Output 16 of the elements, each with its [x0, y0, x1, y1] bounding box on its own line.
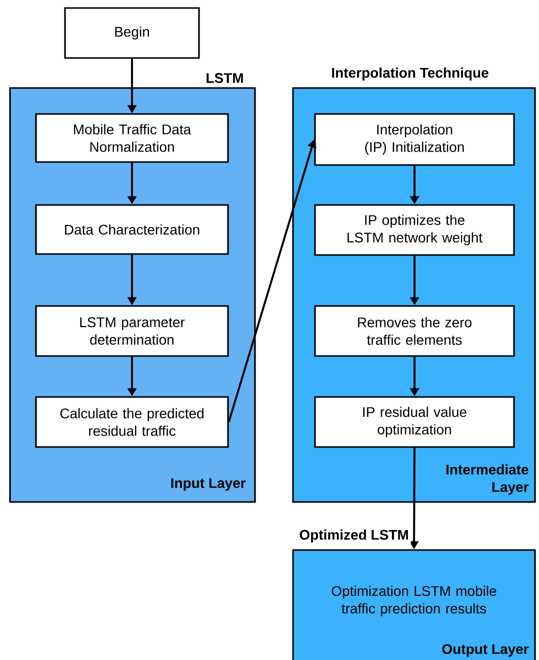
process-box: IP residual value optimization: [314, 396, 515, 448]
process-box: Mobile Traffic Data Normalization: [35, 113, 229, 163]
layer-title: Interpolation Technique: [332, 67, 488, 81]
layer-title: Output Layer: [442, 644, 529, 657]
process-box: LSTM parameter determination: [35, 305, 229, 357]
process-box: Data Characterization: [35, 204, 229, 255]
process-box: Begin: [64, 7, 200, 59]
process-box: Removes the zero traffic elements: [314, 305, 515, 357]
edge-label: Optimized LSTM: [297, 528, 411, 545]
process-box: IP optimizes the LSTM network weight: [314, 204, 515, 256]
process-box: Interpolation (IP) Initialization: [314, 113, 515, 166]
layer-title: Intermediate Layer: [446, 464, 529, 495]
process-box: Calculate the predicted residual traffic: [35, 396, 229, 448]
panel-text: Optimization LSTM mobile traffic prediction results: [332, 586, 496, 616]
layer-title: LSTM: [206, 73, 243, 83]
layer-title: Input Layer: [171, 478, 246, 491]
